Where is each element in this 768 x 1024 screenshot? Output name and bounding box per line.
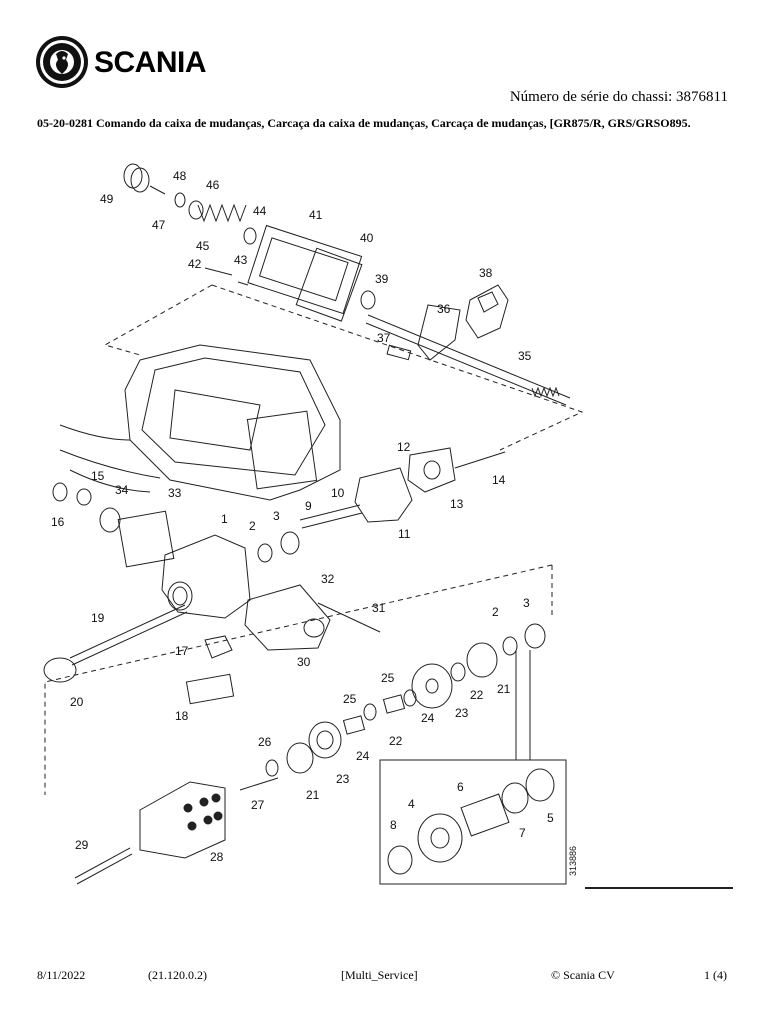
callout-14: 14: [492, 473, 506, 487]
callout-47: 47: [152, 218, 166, 232]
callout-26: 26: [258, 735, 272, 749]
callout-41: 41: [309, 208, 323, 222]
callout-46: 46: [206, 178, 220, 192]
callout-39: 39: [375, 272, 389, 286]
callout-6: 6: [457, 780, 464, 794]
callout-3: 3: [273, 509, 280, 523]
callout-21a: 21: [497, 682, 511, 696]
callout-2: 2: [249, 519, 256, 533]
callout-30: 30: [297, 655, 311, 669]
callout-32: 32: [321, 572, 335, 586]
callout-1: 1: [221, 512, 228, 526]
callout-16: 16: [51, 515, 65, 529]
callout-21b: 21: [306, 788, 320, 802]
serial-label: Número de série do chassi:: [509, 89, 673, 105]
callout-22a: 22: [470, 688, 484, 702]
callout-24b: 24: [356, 749, 370, 763]
callout-10: 10: [331, 486, 345, 500]
callout-42: 42: [188, 257, 202, 271]
brand-wordmark: SCANIA: [94, 46, 206, 79]
footer-copyright: © Scania CV: [551, 968, 615, 982]
callout-25a: 25: [381, 671, 395, 685]
callout-23a: 23: [455, 706, 469, 720]
callout-7: 7: [519, 826, 526, 840]
callout-31: 31: [372, 601, 386, 615]
callout-45: 45: [196, 239, 210, 253]
exploded-view-drawing: 49 48 47 46 45 44 43 42 41 40 39 38 37 3…: [43, 163, 733, 889]
footer-version: (21.120.0.2): [148, 968, 207, 982]
callout-22b: 22: [389, 734, 403, 748]
callout-29: 29: [75, 838, 89, 852]
callout-labels: 49 48 47 46 45 44 43 42 41 40 39 38 37 3…: [51, 169, 578, 876]
footer-page: 1 (4): [704, 968, 727, 982]
callout-17: 17: [175, 644, 189, 658]
callout-40: 40: [360, 231, 374, 245]
callout-48: 48: [173, 169, 187, 183]
callout-36: 36: [437, 302, 451, 316]
callout-13: 13: [450, 497, 464, 511]
callout-37: 37: [377, 331, 391, 345]
callout-4: 4: [408, 797, 415, 811]
scania-logo: SCANIA: [34, 34, 244, 90]
callout-12: 12: [397, 440, 411, 454]
callout-25b: 25: [343, 692, 357, 706]
callout-18: 18: [175, 709, 189, 723]
callout-28: 28: [210, 850, 224, 864]
image-number: 313886: [568, 846, 578, 876]
callout-11: 11: [398, 527, 411, 541]
callout-24a: 24: [421, 711, 435, 725]
griffin-emblem-icon: SCANIA: [36, 36, 207, 88]
callout-27: 27: [251, 798, 265, 812]
callout-34: 34: [115, 483, 129, 497]
callout-2b: 2: [492, 605, 499, 619]
callout-49: 49: [100, 192, 114, 206]
chassis-serial: Número de série do chassi: 3876811: [510, 89, 728, 106]
footer-module: [Multi_Service]: [341, 968, 418, 982]
footer-date: 8/11/2022: [37, 968, 86, 982]
callout-3b: 3: [523, 596, 530, 610]
callout-20: 20: [70, 695, 84, 709]
callout-38: 38: [479, 266, 493, 280]
document-title: 05-20-0281 Comando da caixa de mudanças,…: [37, 116, 691, 130]
callout-33: 33: [168, 486, 182, 500]
callout-19: 19: [91, 611, 105, 625]
callout-44: 44: [253, 204, 267, 218]
callout-8: 8: [390, 818, 397, 832]
serial-value: 3876811: [676, 89, 728, 105]
callout-15: 15: [91, 469, 105, 483]
callout-23b: 23: [336, 772, 350, 786]
callout-5: 5: [547, 811, 554, 825]
callout-35: 35: [518, 349, 532, 363]
callout-43: 43: [234, 253, 248, 267]
callout-9: 9: [305, 499, 312, 513]
